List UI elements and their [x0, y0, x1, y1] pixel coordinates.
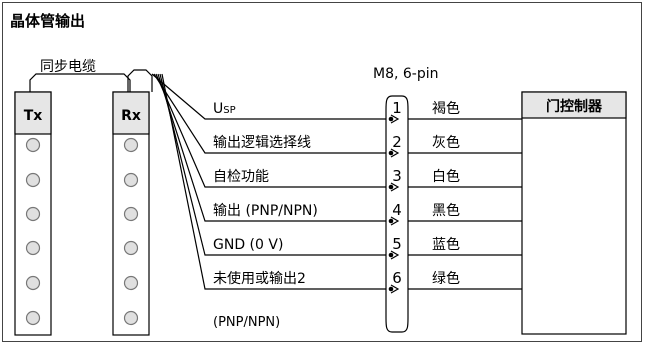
signal-label: GND (0 V) [213, 237, 283, 253]
wire-color-label: 绿色 [432, 270, 460, 287]
tx-led [25, 206, 41, 222]
rx-led-column [123, 137, 139, 326]
tx-led [25, 310, 41, 326]
rx-led [123, 310, 139, 326]
tx-label: Tx [24, 108, 43, 124]
rx-led [123, 206, 139, 222]
wire-lead [153, 73, 386, 154]
diagram-frame [2, 2, 642, 342]
rx-led [123, 137, 139, 153]
rx-label: Rx [121, 108, 141, 124]
pin-contact-mark [390, 114, 400, 124]
wire-color-label: 白色 [432, 168, 460, 185]
pin-contact-mark [390, 182, 400, 192]
pin-number: 1 [392, 99, 402, 117]
sync-cable-bracket [29, 73, 131, 92]
rx-led [123, 240, 139, 256]
wire-color-label: 褐色 [432, 100, 460, 117]
sync-cable-label: 同步电缆 [40, 59, 96, 75]
wire-lead [159, 73, 386, 256]
pin-number: 3 [392, 167, 402, 185]
connector-label: M8, 6-pin [373, 66, 439, 82]
pin-number: 6 [392, 269, 402, 287]
pin-contact-dot [388, 184, 394, 190]
signal-label: 输出逻辑选择线 [213, 135, 311, 151]
wire-color-label: 灰色 [432, 134, 460, 151]
door-controller-label: 门控制器 [546, 98, 603, 115]
tx-led [25, 137, 41, 153]
wire-lead [151, 73, 386, 120]
signal-sublabel: (PNP/NPN) [213, 315, 280, 330]
pin-contact-dot [388, 252, 394, 258]
rx-cable-bracket [127, 69, 153, 92]
pin-contact-mark [390, 216, 400, 226]
pin-contact-mark [390, 250, 400, 260]
door-controller-header [521, 91, 627, 119]
pin-contact-dot [388, 150, 394, 156]
tx-header [14, 91, 52, 135]
wire-lead [155, 73, 386, 188]
door-controller-box [521, 91, 627, 335]
pin-contact-mark [390, 148, 400, 158]
pin-number: 5 [392, 235, 402, 253]
pin-number: 2 [392, 133, 402, 151]
tx-led [25, 172, 41, 188]
pin-contact-mark [390, 284, 400, 294]
rx-led [123, 172, 139, 188]
wire-color-label: 蓝色 [432, 236, 460, 253]
tx-led-column [25, 137, 41, 326]
pin-contact-dot [388, 286, 394, 292]
wire-lead [157, 73, 386, 222]
tx-led [25, 275, 41, 291]
wire-color-label: 黑色 [432, 202, 460, 219]
signal-label: 未使用或输出2 [213, 270, 306, 287]
pin-contact-dot [388, 116, 394, 122]
rx-led [123, 275, 139, 291]
pin-contact-dot [388, 218, 394, 224]
diagram-title: 晶体管输出 [10, 12, 86, 30]
pin-number: 4 [392, 201, 402, 219]
rx-header [112, 91, 150, 135]
signal-label: USP [213, 101, 236, 117]
wire-lead [161, 73, 386, 290]
signal-label: 自检功能 [213, 169, 269, 185]
tx-led [25, 240, 41, 256]
signal-label: 输出 (PNP/NPN) [213, 203, 318, 219]
